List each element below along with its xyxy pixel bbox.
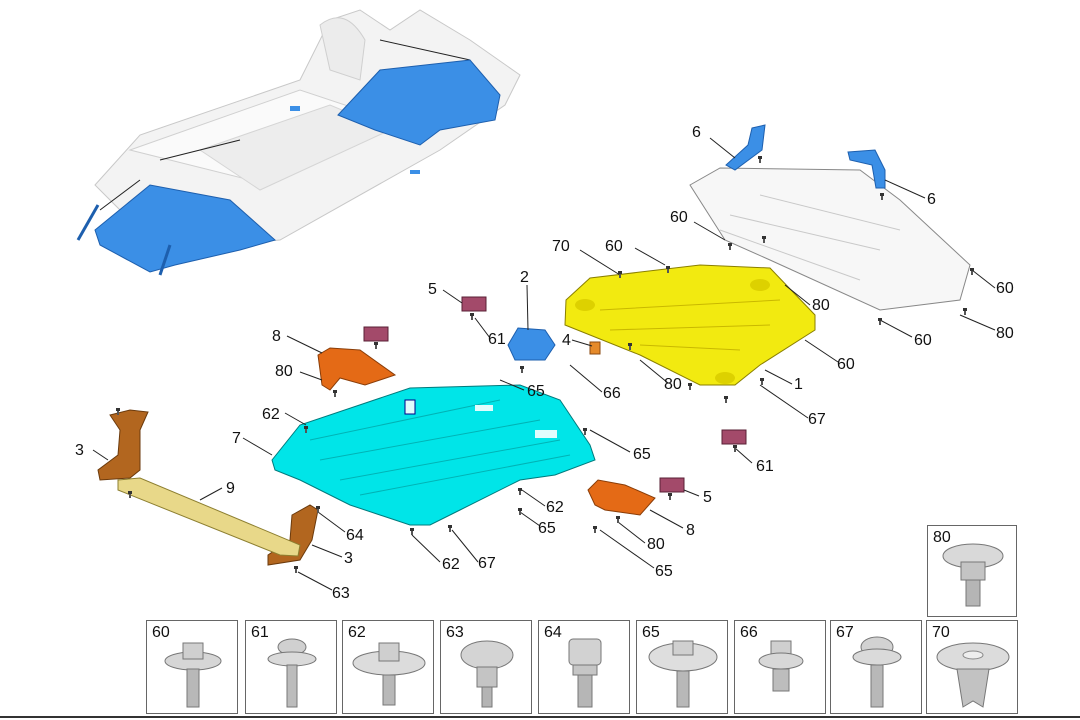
mount-5-d	[721, 429, 747, 445]
callout-3: 3	[75, 442, 84, 459]
hex-bolt-icon	[267, 638, 317, 708]
mount-5-a	[461, 296, 487, 312]
callout-65: 65	[655, 563, 673, 580]
callout-62: 62	[262, 406, 280, 423]
callout-64: 64	[346, 527, 364, 544]
fastener-box-66: 66	[734, 620, 826, 714]
callout-60: 60	[996, 280, 1014, 297]
callout-63: 63	[332, 585, 350, 602]
callout-4: 4	[562, 332, 571, 349]
fastener-label: 61	[251, 624, 269, 641]
fastener-label: 80	[933, 529, 951, 546]
rear-cover-ghost	[689, 167, 971, 311]
callout-80: 80	[647, 536, 665, 553]
torx-bolt-icon	[852, 636, 902, 708]
fastener-box-67: 67	[830, 620, 922, 714]
callout-8: 8	[686, 522, 695, 539]
callout-67: 67	[808, 411, 826, 428]
fastener-label: 64	[544, 624, 562, 641]
fastener-label: 66	[740, 624, 758, 641]
hex-screw-icon	[568, 638, 602, 708]
callout-60: 60	[914, 332, 932, 349]
fastener-box-60: 60	[146, 620, 238, 714]
callout-65: 65	[633, 446, 651, 463]
fastener-label: 63	[446, 624, 464, 641]
callout-3: 3	[344, 550, 353, 567]
leader-lines	[92, 137, 996, 591]
callout-67: 67	[478, 555, 496, 572]
large-washer-bolt-icon	[648, 640, 718, 708]
bracket-6-right	[847, 149, 886, 189]
fastener-box-62: 62	[342, 620, 434, 714]
clip-rivet-icon	[942, 543, 1004, 607]
callout-80: 80	[812, 297, 830, 314]
bracket-8-upper	[317, 347, 397, 391]
callout-61: 61	[488, 331, 506, 348]
fastener-box-65: 65	[636, 620, 728, 714]
callout-70: 70	[552, 238, 570, 255]
callout-6: 6	[927, 191, 936, 208]
callout-5: 5	[703, 489, 712, 506]
fastener-label: 70	[932, 624, 950, 641]
flange-hex-bolt-icon	[164, 642, 222, 708]
callout-2: 2	[520, 269, 529, 286]
fastener-box-80: 80	[927, 525, 1017, 617]
front-underbody-cover-highlight	[76, 184, 277, 276]
stepped-bolt-icon	[460, 640, 514, 708]
callout-1: 1	[794, 376, 803, 393]
rear-underbody-panel-1	[564, 264, 816, 386]
bracket-8-lower	[587, 479, 656, 516]
callout-66: 66	[603, 385, 621, 402]
fastener-box-64: 64	[538, 620, 630, 714]
callout-62: 62	[442, 556, 460, 573]
fastener-box-70: 70	[926, 620, 1018, 714]
bottom-rule	[0, 716, 1080, 718]
callout-60: 60	[837, 356, 855, 373]
bracket-6-left	[725, 124, 766, 171]
side-brace-3-left	[97, 409, 149, 481]
fastener-box-63: 63	[440, 620, 532, 714]
callout-6: 6	[692, 124, 701, 141]
callout-labels: 6 6 60 60 70 60 60 80 80 60 1 67 80 2 4 …	[75, 124, 1014, 602]
fastener-box-61: 61	[245, 620, 337, 714]
fastener-label: 67	[836, 624, 854, 641]
callout-65: 65	[527, 383, 545, 400]
callout-8: 8	[272, 328, 281, 345]
rail-9	[117, 477, 301, 557]
callout-5: 5	[428, 281, 437, 298]
callout-9: 9	[226, 480, 235, 497]
wide-flange-bolt-icon	[352, 642, 426, 706]
callout-61: 61	[756, 458, 774, 475]
callout-80: 80	[664, 376, 682, 393]
callout-7: 7	[232, 430, 241, 447]
push-rivet-icon	[936, 642, 1010, 708]
fastener-label: 60	[152, 624, 170, 641]
spacer-4	[589, 341, 601, 355]
fastener-label: 65	[642, 624, 660, 641]
fastener-label: 62	[348, 624, 366, 641]
mount-5-b	[363, 326, 389, 342]
callout-65: 65	[538, 520, 556, 537]
short-hex-bolt-icon	[758, 640, 804, 692]
heat-shield-2	[507, 327, 556, 361]
callout-62: 62	[546, 499, 564, 516]
center-underbody-panel-7	[271, 384, 596, 526]
callout-80: 80	[275, 363, 293, 380]
rear-underbody-cover-highlight	[290, 59, 501, 174]
callout-60: 60	[670, 209, 688, 226]
callout-60: 60	[605, 238, 623, 255]
mount-5-c	[659, 477, 685, 493]
callout-80: 80	[996, 325, 1014, 342]
